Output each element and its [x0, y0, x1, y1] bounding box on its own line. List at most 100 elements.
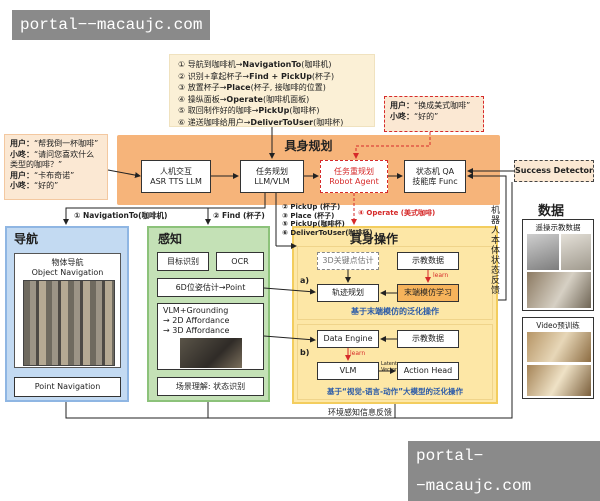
ocr-label: OCR: [231, 256, 249, 266]
task-step: ⑥ 递送咖啡给用户→DeliverToUser(咖啡杯): [178, 117, 366, 129]
navigation-title: 导航: [14, 232, 39, 246]
scene-box: 场景理解: 状态识别: [157, 377, 264, 396]
perception-title: 感知: [158, 232, 183, 246]
step-num: ⑥: [178, 117, 186, 127]
step-func: Operate: [226, 94, 263, 104]
dialog-line: 小咚：“好的”: [10, 181, 102, 192]
replan-line2: Robot Agent: [329, 176, 379, 186]
nav-map-image: [23, 280, 115, 366]
learn-b-label: learn: [350, 350, 366, 357]
point-nav-label: Point Navigation: [34, 382, 101, 391]
step-arg: (咖啡杯): [289, 106, 320, 115]
dialog-line: 用户：“帮我倒一杯咖啡”: [10, 139, 102, 150]
teleop-panel: 遥操示教数据: [522, 219, 594, 311]
target-rec-box: 目标识别: [157, 252, 209, 271]
dialog-text: “帮我倒一杯咖啡”: [34, 139, 99, 148]
caption-b: 基于“视觉-语言-动作”大模型的泛化操作: [326, 387, 464, 396]
teleop-photo-3: [527, 272, 591, 308]
point-nav-box: Point Navigation: [14, 377, 121, 397]
step-num: ②: [178, 71, 186, 81]
task-step: ③ 放置杯子→Place(杯子, 接咖啡的位置): [178, 82, 366, 94]
replan-line1: 任务重规划: [334, 166, 374, 176]
success-detector-label: Success Detector: [515, 166, 593, 175]
aff2d-label: → 2D Affordance: [163, 316, 230, 325]
step-num: ①: [178, 60, 186, 69]
manip-arrow-item: ⑤ PickUp(咖啡杯): [282, 220, 345, 228]
action-head-box: Action Head: [397, 362, 459, 380]
qa-box: 状态机 QA 技能库 Func: [404, 160, 466, 193]
video-label: Video预训练: [536, 321, 580, 330]
aff3d-label: → 3D Affordance: [163, 326, 230, 335]
planning-title: 具身规划: [284, 139, 333, 153]
data-engine-label: Data Engine: [323, 334, 373, 343]
object-nav-cn: 物体导航: [51, 258, 84, 267]
teleop-label: 遥操示教数据: [535, 223, 581, 232]
hci-line2: ASR TTS LLM: [150, 176, 202, 186]
dialog-text: “请问您喜欢什么类型的咖啡？”: [10, 149, 95, 170]
step-num: ③: [178, 83, 186, 92]
dialog-speaker: 用户：: [10, 170, 34, 180]
object-nav-en: Object Navigation: [31, 268, 104, 277]
task-plan-line1: 任务规划: [256, 166, 288, 176]
scene-label: 场景理解: 状态识别: [175, 381, 246, 391]
dialog-line: 小咚：“好的”: [390, 112, 478, 123]
dialog-text: “好的”: [34, 181, 59, 190]
kp3d-label: 3D关键点估计: [322, 256, 374, 265]
env-feedback-label: 环境感知信息反馈: [328, 408, 392, 417]
dialog-text: “卡布奇诺”: [34, 170, 75, 180]
vlm-label: VLM: [339, 366, 357, 375]
action-head-label: Action Head: [403, 366, 453, 375]
step-func: PickUp: [258, 106, 290, 115]
pose-label: 6D位姿估计→Point: [175, 282, 246, 292]
eff-learn-label: 末端模仿学习: [404, 288, 452, 297]
dialog-speaker: 小咚：: [390, 111, 414, 121]
hci-box: 人机交互 ASR TTS LLM: [141, 160, 211, 193]
target-rec-label: 目标识别: [167, 256, 199, 266]
video-photo-1: [527, 332, 591, 362]
task-step: ⑤ 取回制作好的咖啡→PickUp(咖啡杯): [178, 105, 366, 117]
caption-a: 基于末端模仿的泛化操作: [351, 307, 439, 316]
kp3d-box: 3D关键点估计: [317, 252, 379, 270]
label-b: b): [300, 348, 310, 357]
step-arg: (杯子, 接咖啡的位置): [250, 83, 326, 92]
step-arg: (咖啡机面板): [262, 94, 310, 104]
eff-learn-box: 末端模仿学习: [397, 284, 459, 302]
find-arrow-label: ② Find (杯子): [213, 211, 265, 220]
dialog-text: “好的”: [414, 111, 439, 121]
demo-a-label: 示教数据: [412, 256, 444, 265]
teleop-photo-1: [527, 234, 559, 270]
dialog-line: 用户：“卡布奇诺”: [10, 171, 102, 182]
dialog-right: 用户：“换成美式咖啡”小咚：“好的”: [384, 96, 484, 132]
body-feedback-label: 机器人本体状态反馈: [489, 205, 499, 295]
latent-label: Latent Vector: [381, 361, 398, 373]
traj-box: 轨迹规划: [317, 284, 379, 302]
qa-line1: 状态机 QA: [415, 166, 455, 176]
task-steps-box: ① 导航到咖啡机→NavigationTo(咖啡机)② 识别+拿起杯子→Find…: [169, 54, 375, 127]
dialog-speaker: 小咚：: [10, 149, 34, 159]
dialog-speaker: 用户：: [10, 139, 34, 148]
teleop-photo-2: [561, 234, 591, 270]
demo-a-box: 示教数据: [397, 252, 459, 270]
task-plan-box: 任务规划 LLM/VLM: [240, 160, 304, 193]
pose-box: 6D位姿估计→Point: [157, 278, 264, 297]
dialog-speaker: 用户：: [390, 101, 414, 110]
step-desc: 递送咖啡给用户→: [187, 117, 251, 127]
dialog-text: “换成美式咖啡”: [414, 101, 471, 110]
step-desc: 导航到咖啡机→: [187, 60, 243, 69]
dialog-line: 用户：“换成美式咖啡”: [390, 101, 478, 112]
task-plan-line2: LLM/VLM: [254, 176, 290, 186]
manip-arrow-item: ⑥ DeliverToUser(咖啡杯): [282, 228, 373, 237]
data-title: 数据: [538, 204, 565, 219]
hci-line1: 人机交互: [160, 166, 192, 176]
video-panel: Video预训练: [522, 317, 594, 399]
video-photo-2: [527, 365, 591, 396]
dialog-left: 用户：“帮我倒一杯咖啡”小咚：“请问您喜欢什么类型的咖啡？”用户：“卡布奇诺”小…: [4, 134, 108, 200]
watermark-top: portal−−macaujc.com: [12, 10, 211, 40]
label-a: a): [300, 276, 310, 285]
nav-arrow-label: ① NavigationTo(咖啡机): [74, 211, 168, 220]
traj-label: 轨迹规划: [332, 288, 364, 297]
vlm-grounding-label: VLM+Grounding: [163, 306, 229, 315]
step-num: ⑤: [178, 106, 186, 115]
step-func: Find + PickUp: [249, 71, 312, 81]
step-arg: (杯子): [311, 71, 335, 81]
